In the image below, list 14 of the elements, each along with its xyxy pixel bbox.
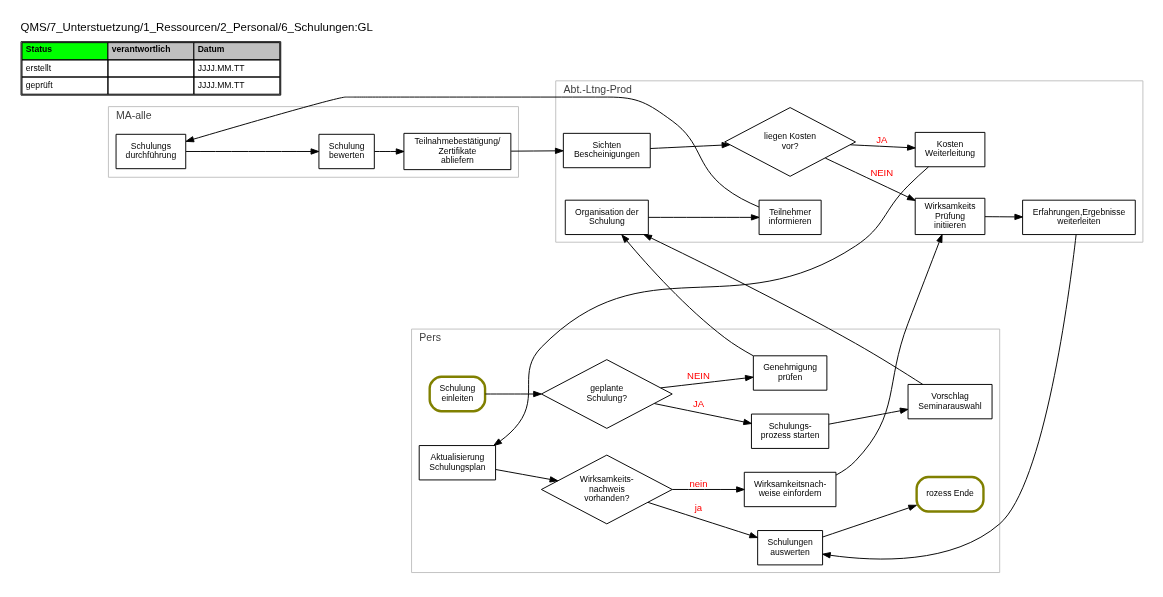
label: Datum — [197, 43, 225, 54]
label: JJJJ.MM.TT — [197, 62, 245, 73]
edge-label: NEIN — [687, 369, 710, 381]
edge-label: JA — [692, 397, 705, 409]
label: geprüft — [25, 79, 53, 90]
label: JJJJ.MM.TT — [197, 79, 245, 90]
label: erstellt — [25, 62, 52, 73]
edge-label: JA — [876, 133, 888, 145]
edge-label: ja — [694, 501, 703, 513]
label: verantwortlich — [111, 43, 171, 54]
edge-label: nein — [689, 477, 708, 489]
edge-label: NEIN — [870, 166, 894, 178]
label: Status — [25, 43, 53, 54]
diagram-title: QMS/7_Unterstuetzung/1_Ressourcen/2_Personal/6_Schulungen:GL — [20, 20, 373, 33]
